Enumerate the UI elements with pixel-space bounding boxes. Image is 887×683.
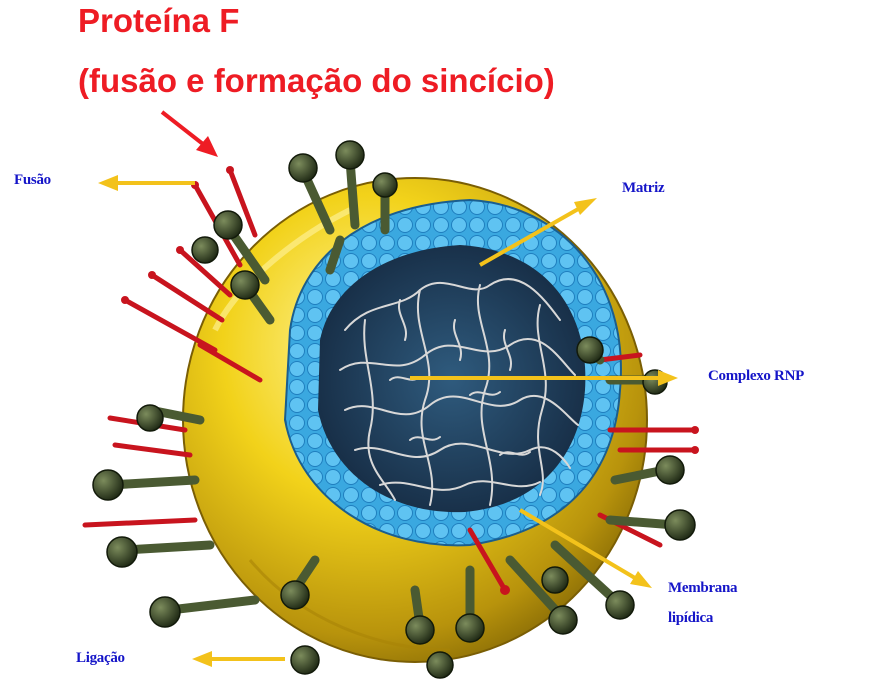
label-ligacao: Ligação [76,650,125,667]
title-pointer-arrow [162,112,218,157]
ligacao-arrow [192,651,285,667]
label-membrana: Membrana [668,580,737,597]
label-matriz: Matriz [622,180,664,197]
fusao-arrow [98,175,195,191]
label-complexo-rnp: Complexo RNP [708,368,804,385]
label-lipidica: lipídica [668,610,713,627]
label-fusao: Fusão [14,172,51,189]
